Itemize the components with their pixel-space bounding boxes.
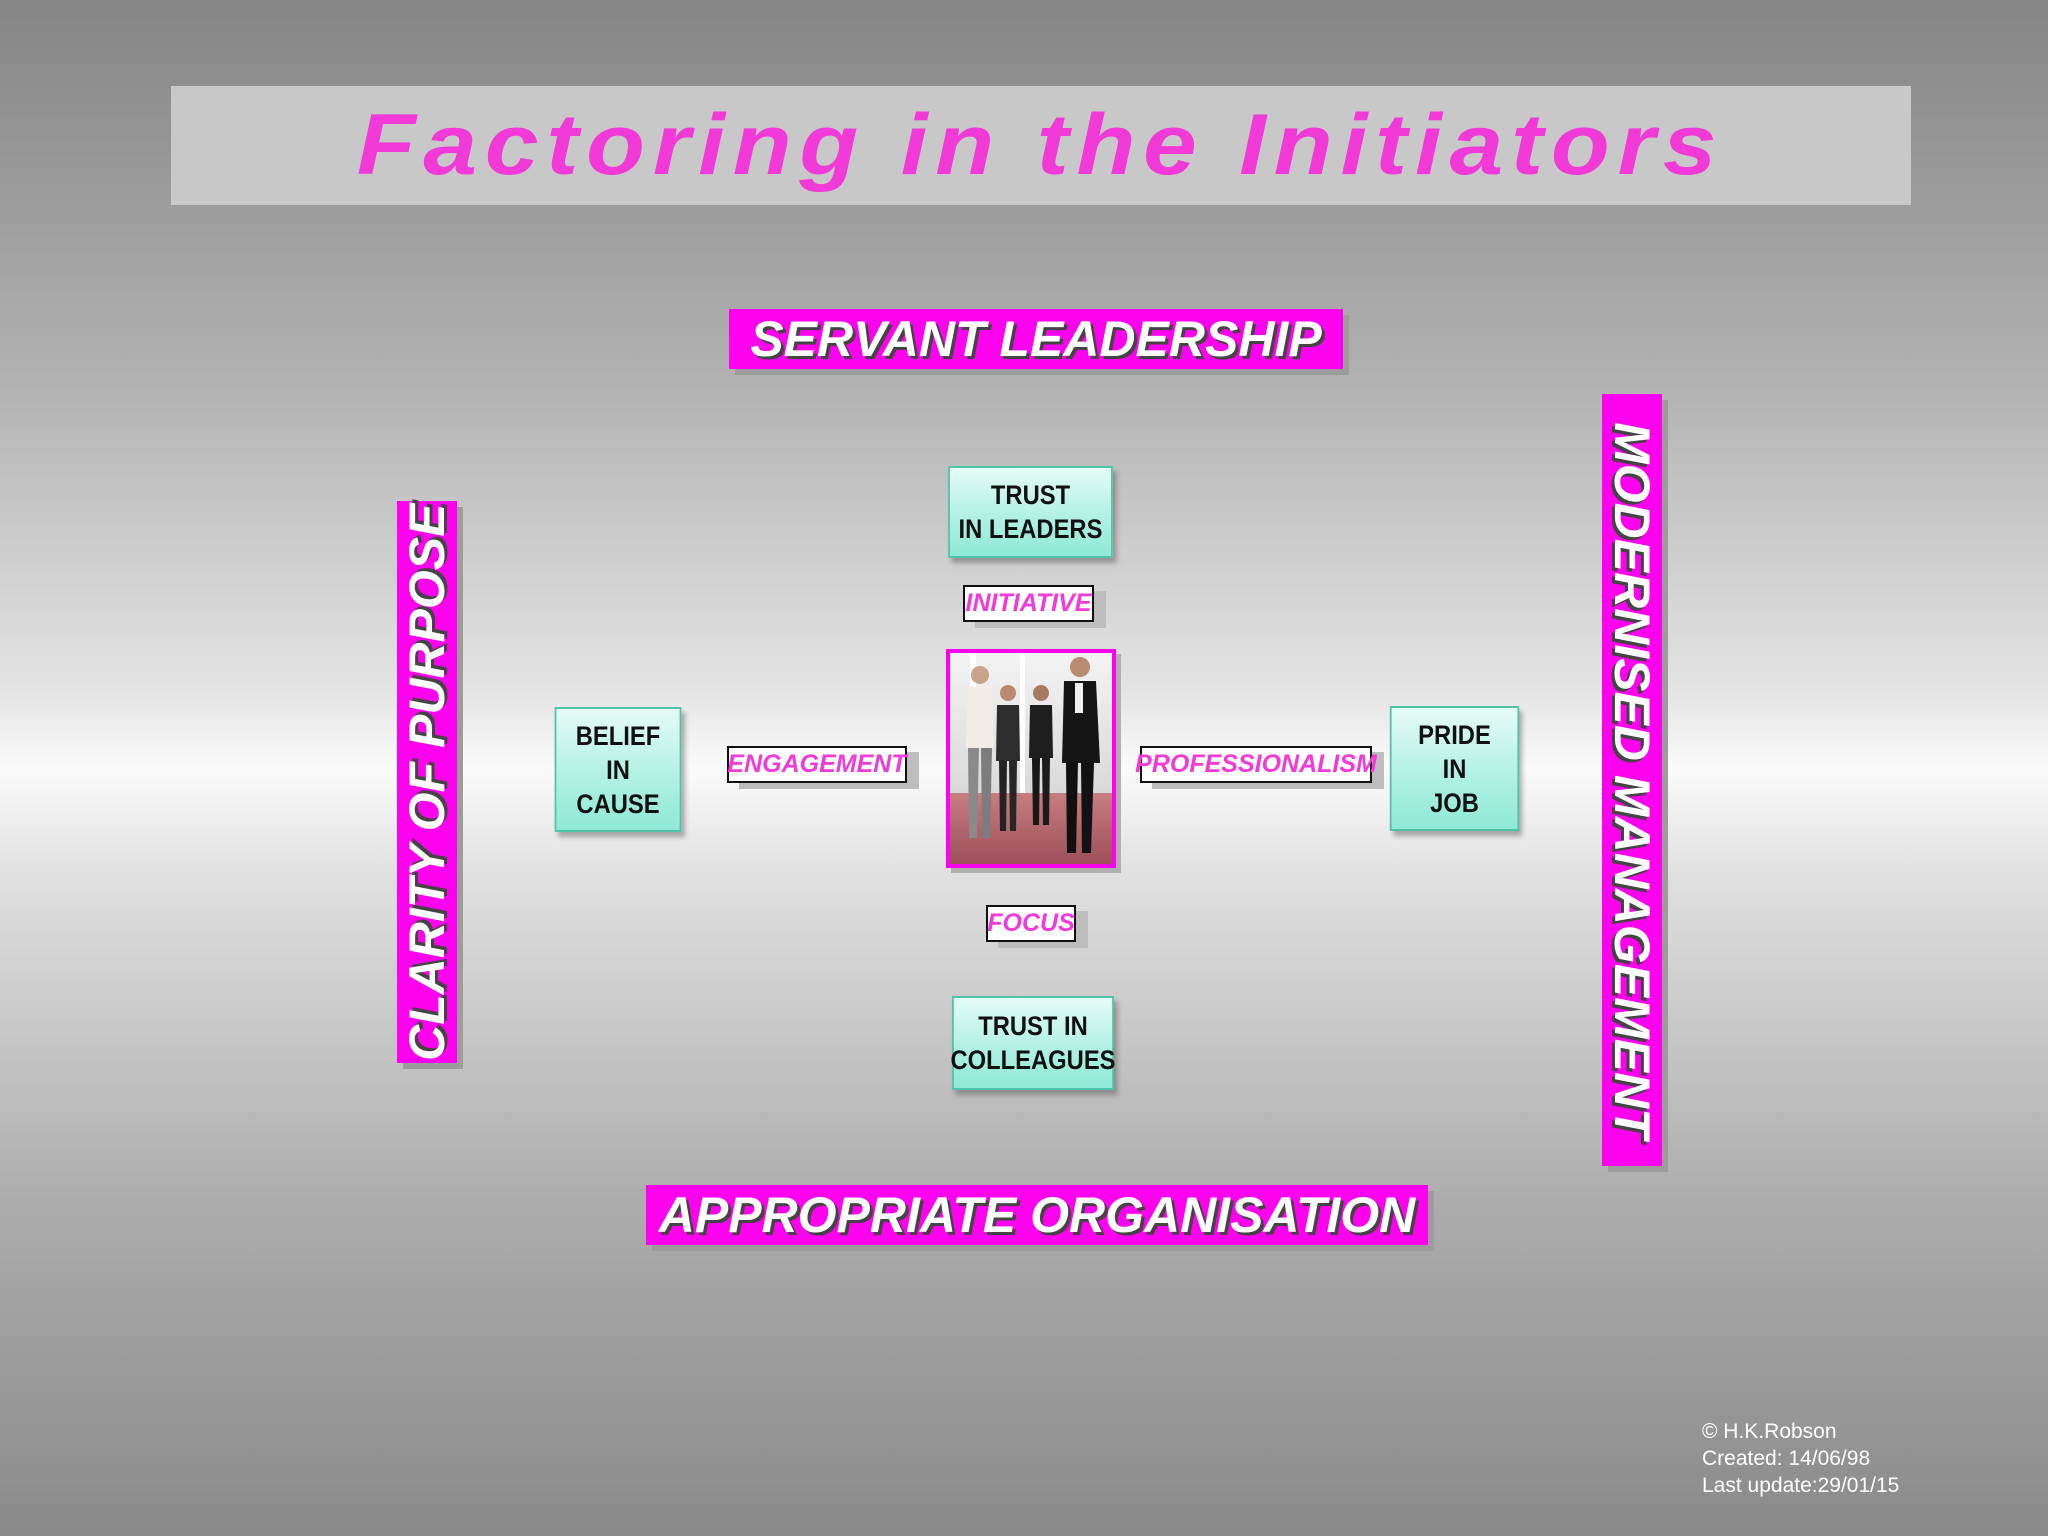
last-update-date: Last update:29/01/15 bbox=[1702, 1474, 1900, 1497]
banner-servant-leadership: SERVANT LEADERSHIP bbox=[729, 309, 1343, 369]
label-professionalism: PROFESSIONALISM bbox=[1135, 746, 1377, 783]
label-initiative: INITIATIVE bbox=[963, 585, 1094, 622]
box-trust-in-colleagues: TRUST IN COLLEAGUES bbox=[951, 996, 1116, 1090]
slide-title: Factoring in the Initiators bbox=[357, 97, 1725, 193]
box-trust-in-leaders: TRUST IN LEADERS bbox=[948, 466, 1113, 558]
box-belief-in-cause: BELIEF IN CAUSE bbox=[554, 707, 682, 832]
title-band: Factoring in the Initiators bbox=[171, 86, 1911, 205]
team-photo bbox=[946, 649, 1116, 868]
banner-clarity-of-purpose: CLARITY OF PURPOSE bbox=[397, 501, 457, 1063]
copyright-text: © H.K.Robson bbox=[1702, 1420, 1837, 1443]
team-photo-image bbox=[950, 653, 1112, 864]
banner-appropriate-organisation: APPROPRIATE ORGANISATION bbox=[646, 1185, 1428, 1245]
box-pride-in-job: PRIDE IN JOB bbox=[1389, 706, 1520, 831]
label-focus: FOCUS bbox=[986, 905, 1076, 942]
credits: © H.K.Robson Created: 14/06/98 Last upda… bbox=[1702, 1418, 1899, 1499]
label-engagement: ENGAGEMENT bbox=[727, 746, 907, 783]
banner-modernised-management: MODERNISED MANAGEMENT bbox=[1602, 394, 1662, 1166]
created-date: Created: 14/06/98 bbox=[1702, 1447, 1871, 1470]
